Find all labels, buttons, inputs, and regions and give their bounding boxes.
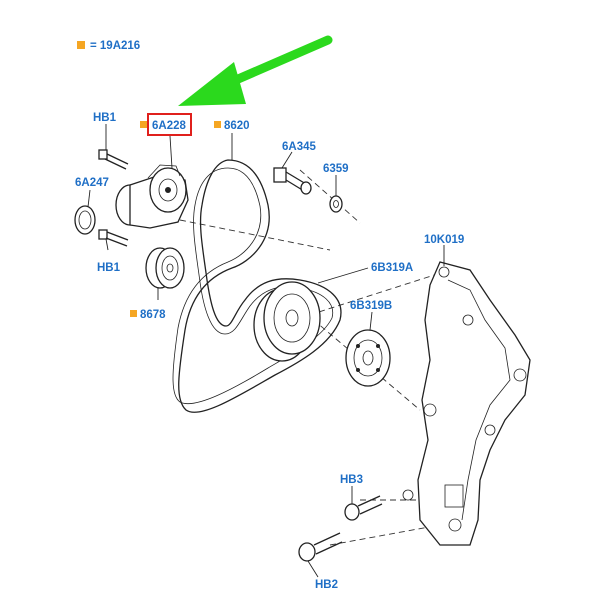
label-6A247: 6A247 xyxy=(75,177,109,189)
assembly-centerlines xyxy=(179,169,451,546)
label-6B319B: 6B319B xyxy=(350,300,392,312)
marker-belt xyxy=(214,121,221,128)
label-hb2: HB2 xyxy=(315,579,338,591)
legend-marker xyxy=(77,41,85,49)
bolt-6A345 xyxy=(273,167,312,195)
label-8678: 8678 xyxy=(140,309,166,321)
idler-pulley-8678 xyxy=(145,247,185,289)
bolt-hb2 xyxy=(298,532,343,562)
bracket-10K019 xyxy=(402,261,531,546)
marker-idler xyxy=(130,310,137,317)
label-6B319A: 6B319A xyxy=(371,262,413,274)
bolt-hb1-upper xyxy=(98,149,129,170)
label-hb3: HB3 xyxy=(340,474,363,486)
label-10K019: 10K019 xyxy=(424,234,464,246)
label-hb1-top: HB1 xyxy=(93,112,117,124)
crank-pulley-6B319A xyxy=(253,281,321,362)
label-6A228: 6A228 xyxy=(152,120,186,132)
green-arrow-icon xyxy=(178,35,333,106)
drive-belt-8620 xyxy=(172,159,342,413)
label-6A345: 6A345 xyxy=(282,141,316,153)
highlight-box xyxy=(147,113,192,136)
legend-text: = 19A216 xyxy=(90,40,140,52)
bolt-hb1-lower xyxy=(98,229,129,247)
label-6359: 6359 xyxy=(323,163,349,175)
cap-6A247 xyxy=(74,205,96,235)
label-hb1-mid: HB1 xyxy=(97,262,121,274)
leader-lines xyxy=(87,124,445,578)
label-8620: 8620 xyxy=(224,120,250,132)
washer-6359 xyxy=(329,195,343,213)
damper-6B319B xyxy=(345,329,391,387)
tensioner-6A228 xyxy=(115,164,189,229)
marker-tensioner xyxy=(140,121,147,128)
